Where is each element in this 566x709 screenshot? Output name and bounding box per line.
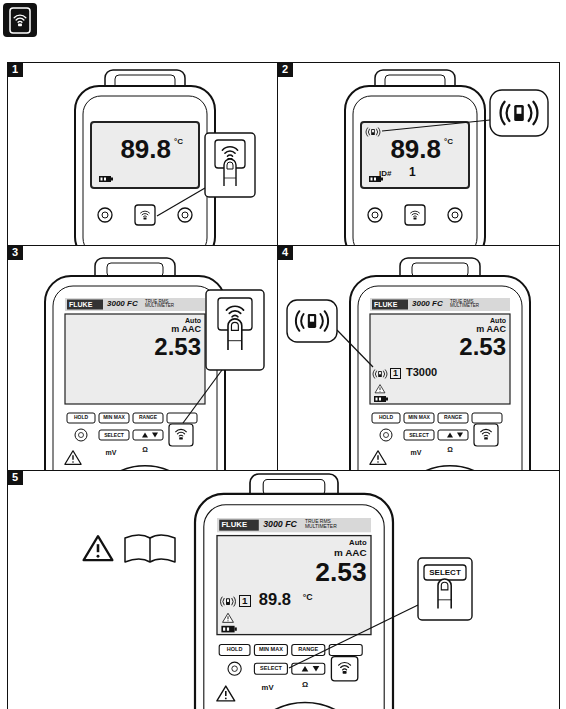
model-subtitle: TRUE RMS MULTIMETER bbox=[450, 300, 486, 309]
display-text: Auto bbox=[490, 317, 506, 324]
thermometer-figure bbox=[345, 70, 548, 245]
display-reading: 2.53 bbox=[459, 335, 506, 359]
button-label: SELECT bbox=[409, 433, 429, 438]
thermometer-figure bbox=[75, 70, 255, 245]
dial-label: Ω bbox=[447, 446, 453, 453]
display-text: 1 bbox=[409, 166, 416, 178]
button-label: MIN MAX bbox=[103, 415, 125, 420]
display-text: Auto bbox=[349, 539, 367, 547]
display-text: 1 bbox=[239, 595, 251, 607]
display-unit: °C bbox=[444, 138, 453, 146]
model-name: 3000 FC bbox=[263, 520, 297, 529]
button-label: MIN MAX bbox=[408, 415, 430, 420]
display-text: Auto bbox=[185, 317, 201, 324]
dial-label: mV bbox=[106, 449, 117, 456]
multimeter-figure bbox=[45, 258, 264, 470]
step-number: 4 bbox=[277, 245, 293, 260]
brand-logo: FLUKE bbox=[374, 301, 397, 308]
display-text: 1 bbox=[390, 368, 401, 379]
dial-label: mV bbox=[411, 449, 422, 456]
step-number: 5 bbox=[7, 470, 23, 485]
step-number: 3 bbox=[7, 245, 23, 260]
display-reading: 2.53 bbox=[154, 335, 201, 359]
multimeter-figure bbox=[287, 258, 530, 470]
button-label: RANGE bbox=[139, 415, 157, 420]
display-unit: °C bbox=[303, 593, 313, 602]
multimeter-figure bbox=[84, 474, 472, 709]
button-label: MIN MAX bbox=[259, 647, 283, 653]
step-number: 1 bbox=[7, 62, 23, 77]
display-text: T3000 bbox=[406, 367, 437, 378]
button-label: SELECT bbox=[104, 433, 124, 438]
button-callout: SELECT bbox=[429, 569, 461, 577]
wireless-icon bbox=[3, 3, 37, 37]
step-panel: 5 bbox=[7, 470, 560, 709]
button-label: RANGE bbox=[444, 415, 462, 420]
model-name: 3000 FC bbox=[412, 300, 443, 308]
button-label: SELECT bbox=[260, 666, 282, 672]
step-number: 2 bbox=[277, 62, 293, 77]
model-name: 3000 FC bbox=[107, 300, 138, 308]
caution-manual-icon bbox=[84, 535, 175, 562]
dial-label: mV bbox=[262, 684, 274, 692]
display-unit: m AAC bbox=[171, 325, 201, 334]
step-panel: 3 bbox=[7, 245, 278, 471]
display-unit: °C bbox=[174, 138, 183, 146]
dial-label: Ω bbox=[142, 446, 148, 453]
display-unit: m AAC bbox=[476, 325, 506, 334]
brand-logo: FLUKE bbox=[221, 521, 247, 529]
display-text: ID# bbox=[379, 170, 391, 178]
display-reading: 89.8 bbox=[120, 136, 171, 162]
display-reading: 89.8 bbox=[390, 136, 441, 162]
button-label: HOLD bbox=[74, 415, 88, 420]
button-label: HOLD bbox=[379, 415, 393, 420]
display-reading: 89.8 bbox=[259, 591, 291, 608]
dial-label: Ω bbox=[302, 681, 308, 689]
button-label: RANGE bbox=[298, 647, 318, 653]
button-label: HOLD bbox=[227, 647, 243, 653]
brand-logo: FLUKE bbox=[69, 301, 92, 308]
display-unit: m AAC bbox=[334, 548, 367, 558]
display-reading: 2.53 bbox=[315, 559, 366, 585]
model-subtitle: TRUE RMS MULTIMETER bbox=[305, 520, 345, 530]
model-subtitle: TRUE RMS MULTIMETER bbox=[145, 300, 181, 309]
